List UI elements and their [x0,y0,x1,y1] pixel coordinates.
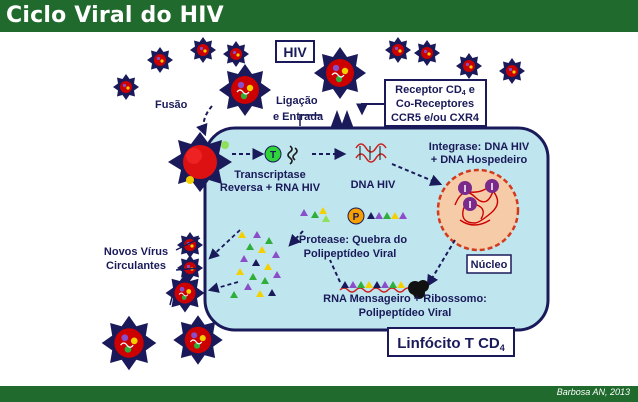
hiv-virus-icon [499,58,525,84]
linfocito-box [387,327,515,357]
hiv-virus-icon [456,53,482,79]
assembling-proteins [230,231,281,298]
hiv-virus-icon [113,74,139,100]
rna-mensageiro-label: RNA Mensageiro + Ribossomo: [323,293,487,305]
receptor-box [384,79,487,127]
hiv-virus-icon [218,63,272,117]
rna-hiv-label: Reversa + RNA HIV [220,182,321,194]
receptor-spike-icon [340,110,354,129]
entrada-label: e Entrada [273,111,324,123]
novos-virus-pointer [175,267,201,271]
ligacao-label: Ligação [276,95,318,107]
novos-virus-label: Novos Vírus [104,246,168,258]
hiv-virus-icon [414,40,440,66]
slide-title: Ciclo Viral do HIV [6,3,224,28]
rna-strand-icon [287,145,293,165]
linfocito-label: Linfócito T CD4 [397,335,505,353]
receptor-spike-icon [330,110,344,129]
cleaved-proteins [300,207,407,222]
polypeptide-chain [341,281,405,288]
new-virus-icon [101,315,157,371]
dna-hospedeiro-label: + DNA Hospedeiro [431,154,528,166]
nucleo-label: Núcleo [471,259,508,271]
ribosome-icon [408,280,429,299]
nucleus [436,168,520,252]
dna-hiv-icon [355,143,387,163]
ligacao-arrow [299,114,322,126]
protease-marker: P [353,212,360,223]
hiv-virus-icon [147,47,173,73]
quebra-label: Polipeptídeo Viral [304,248,397,260]
integrase-label: Integrase: DNA HIV [429,141,530,153]
fusao-label: Fusão [155,99,188,111]
hiv-virus-icon [313,46,367,100]
integrase-marker: I [464,184,467,195]
hiv-label-box [275,40,315,63]
integrase-marker: I [469,200,472,211]
nucleo-box [466,254,512,274]
budding-virus-icon [177,232,203,258]
hiv-label: HIV [283,44,307,60]
transcriptase-label: Transcriptase [234,169,306,181]
integration-arrow [391,163,443,186]
polipeptideo-label: Polipeptídeo Viral [359,307,452,319]
protease-label: Protease: Quebra do [299,234,407,246]
novos-virus-pointer [169,281,177,306]
novos-virus-pointer [175,237,201,251]
receptor-arrow [356,103,385,116]
footer-bar: Barbosa AN, 2013 [0,386,638,402]
transcriptase-marker: T [270,150,276,161]
hiv-virus-icon [190,37,216,63]
mrna-strand-icon [339,287,421,293]
circulantes-label: Circulantes [106,260,166,272]
mrna-export-arrow [426,239,456,288]
assembly-arrow [288,230,304,247]
hiv-virus-icon [385,37,411,63]
dna-hiv-label: DNA HIV [351,179,396,191]
integrase-marker: I [491,182,494,193]
receptor-label: Receptor CD4 e [395,84,475,97]
budding-arrow [207,281,239,293]
new-virus-icon [165,273,205,313]
credit-text: Barbosa AN, 2013 [556,387,630,397]
hiv-virus-icon [223,41,249,67]
title-bar: Ciclo Viral do HIV [0,0,638,32]
fusion-arrow [196,105,213,137]
ccr5-label: CCR5 e/ou CXR4 [391,112,480,124]
fusing-virus-icon [168,132,232,192]
coreceptor-label: Co-Receptores [396,98,474,110]
